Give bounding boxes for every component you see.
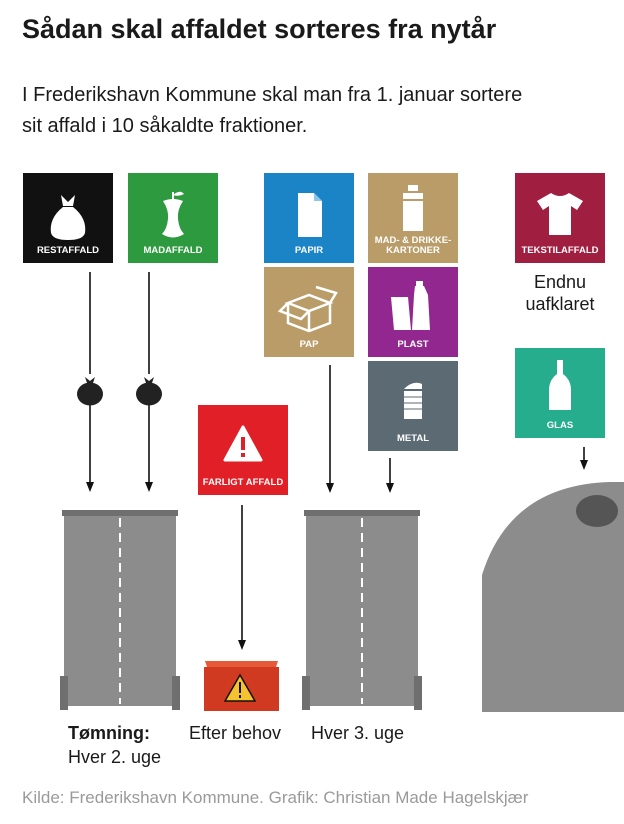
category-label: PLAST — [397, 339, 429, 350]
waste-bag-icon — [136, 377, 162, 406]
cardboard-box-icon — [277, 285, 338, 333]
category-label: PAPIR — [294, 245, 324, 256]
category-label: RESTAFFALD — [36, 245, 100, 256]
glass-container — [482, 482, 624, 712]
category-glas: GLAS — [515, 348, 605, 438]
tin-can-icon — [404, 382, 422, 419]
category-plast: PLAST — [368, 267, 458, 357]
schedule-label: Tømning: — [68, 723, 150, 743]
tekstil-note: Endnu uafklaret — [525, 272, 595, 314]
category-label: FARLIGT AFFALD — [202, 477, 284, 488]
schedule-bin1: Tømning: Hver 2. uge — [68, 723, 162, 767]
category-label: METAL — [396, 433, 429, 444]
tshirt-icon — [537, 193, 583, 235]
page-title: Sådan skal affaldet sorteres fra nytår — [22, 14, 497, 44]
category-label: TEKSTILAFFALD — [521, 245, 599, 256]
trash-bag-icon — [50, 195, 86, 240]
schedule-hazard: Efter behov — [189, 723, 282, 743]
bin-papir-pap-plast-metal — [302, 510, 422, 710]
category-papir: PAPIR — [264, 173, 354, 263]
source-credit: Kilde: Frederikshavn Kommune. Grafik: Ch… — [22, 788, 529, 807]
category-label: GLAS — [546, 420, 574, 431]
hazard-waste-box — [204, 661, 279, 711]
category-pap: PAP — [264, 267, 354, 357]
category-mad-drikkekartoner: MAD- & DRIKKE- KARTONER — [368, 173, 458, 263]
category-madaffald: MADAFFALD — [128, 173, 218, 263]
category-label: MADAFFALD — [143, 245, 203, 256]
milk-carton-icon — [403, 185, 423, 231]
schedule-bin2: Hver 3. uge — [311, 723, 405, 743]
category-label: MAD- & DRIKKE- KARTONER — [374, 235, 452, 256]
waste-bag-icon — [77, 377, 103, 406]
page-subtitle: I Frederikshavn Kommune skal man fra 1. … — [22, 84, 523, 137]
glass-bottle-icon — [549, 360, 571, 410]
category-tekstilaffald: TEKSTILAFFALD — [515, 173, 605, 263]
category-metal: METAL — [368, 361, 458, 451]
plastic-bottle-icon — [391, 281, 430, 330]
bin-restaffald-madaffald — [60, 510, 180, 710]
category-restaffald: RESTAFFALD — [23, 173, 113, 263]
category-farligt-affald: FARLIGT AFFALD — [198, 405, 288, 495]
category-label: PAP — [299, 339, 319, 350]
paper-sheet-icon — [298, 193, 322, 237]
warning-triangle-icon — [223, 425, 263, 462]
apple-core-icon — [162, 191, 184, 238]
